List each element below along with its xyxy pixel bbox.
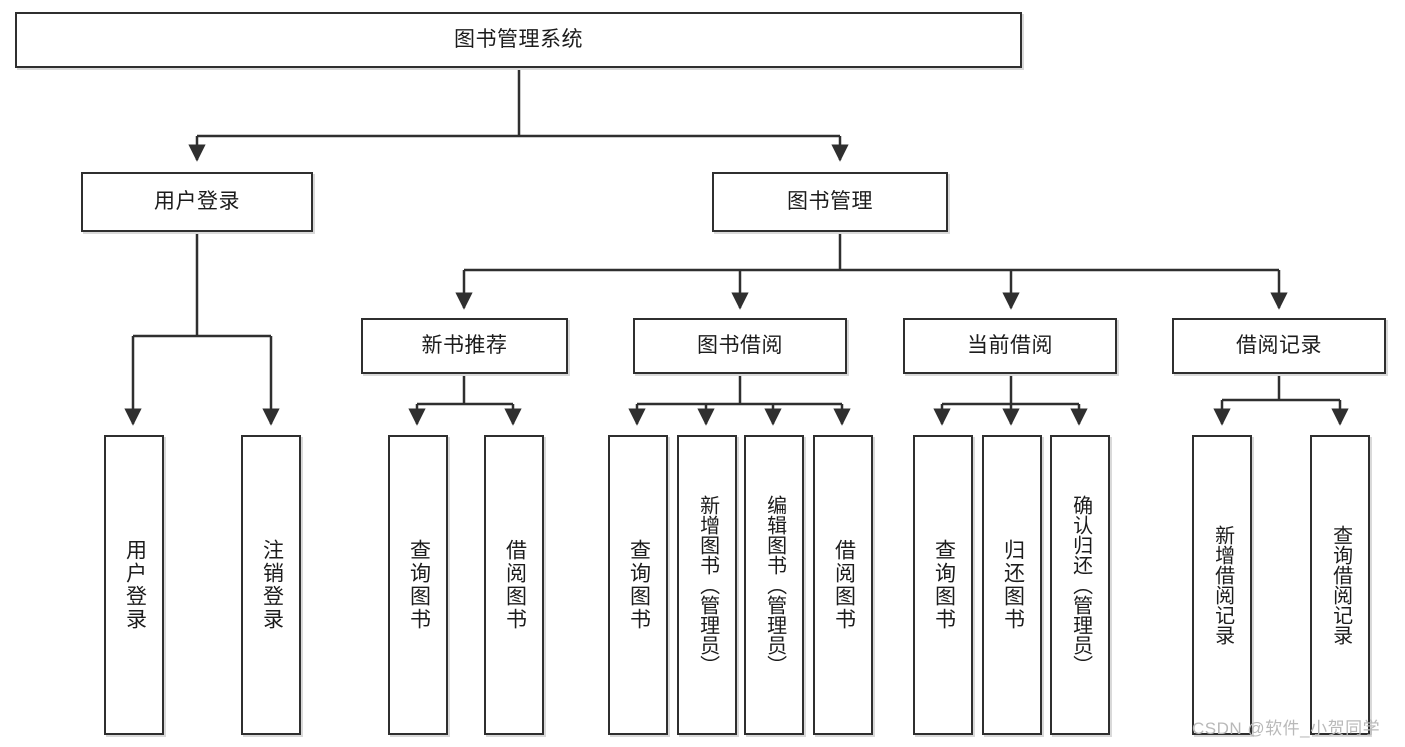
node-book-borrow[interactable]: 图书借阅 xyxy=(633,318,847,374)
leaf-borrow-query-book-label: 查询图书 xyxy=(627,539,651,631)
leaf-borrow-query-book[interactable]: 查询图书 xyxy=(608,435,668,735)
leaf-borrow-edit-book[interactable]: 编辑图书（管理员） xyxy=(744,435,804,735)
node-user-login[interactable]: 用户登录 xyxy=(81,172,313,232)
leaf-current-return-book[interactable]: 归还图书 xyxy=(982,435,1042,735)
leaf-record-query-label: 查询借阅记录 xyxy=(1329,525,1352,645)
leaf-recommend-query-book[interactable]: 查询图书 xyxy=(388,435,448,735)
leaf-borrow-borrow-book-label: 借阅图书 xyxy=(832,539,856,631)
node-borrow-record-label: 借阅记录 xyxy=(1236,333,1322,357)
leaf-recommend-borrow-book-label: 借阅图书 xyxy=(503,539,527,631)
leaf-user-logout[interactable]: 注销登录 xyxy=(241,435,301,735)
leaf-user-logout-label: 注销登录 xyxy=(260,539,284,631)
node-user-login-label: 用户登录 xyxy=(154,189,240,213)
leaf-current-confirm-return-label: 确认归还（管理员） xyxy=(1069,495,1092,675)
leaf-borrow-borrow-book[interactable]: 借阅图书 xyxy=(813,435,873,735)
leaf-borrow-add-book[interactable]: 新增图书（管理员） xyxy=(677,435,737,735)
node-new-book-recommend-label: 新书推荐 xyxy=(421,333,508,357)
node-current-borrow[interactable]: 当前借阅 xyxy=(903,318,1117,374)
leaf-recommend-query-book-label: 查询图书 xyxy=(407,539,431,631)
leaf-borrow-edit-book-label: 编辑图书（管理员） xyxy=(763,495,786,675)
leaf-user-login-label: 用户登录 xyxy=(123,539,147,631)
node-root[interactable]: 图书管理系统 xyxy=(15,12,1022,68)
node-borrow-record[interactable]: 借阅记录 xyxy=(1172,318,1386,374)
node-root-label: 图书管理系统 xyxy=(454,27,583,51)
leaf-user-login[interactable]: 用户登录 xyxy=(104,435,164,735)
leaf-record-add-label: 新增借阅记录 xyxy=(1211,525,1234,645)
leaf-recommend-borrow-book[interactable]: 借阅图书 xyxy=(484,435,544,735)
node-new-book-recommend[interactable]: 新书推荐 xyxy=(361,318,568,374)
leaf-current-confirm-return[interactable]: 确认归还（管理员） xyxy=(1050,435,1110,735)
leaf-borrow-add-book-label: 新增图书（管理员） xyxy=(696,495,719,675)
node-book-borrow-label: 图书借阅 xyxy=(697,333,783,357)
leaf-current-query-book-label: 查询图书 xyxy=(932,539,956,631)
node-book-management-label: 图书管理 xyxy=(787,189,873,213)
leaf-current-return-book-label: 归还图书 xyxy=(1001,539,1025,631)
leaf-record-add[interactable]: 新增借阅记录 xyxy=(1192,435,1252,735)
node-current-borrow-label: 当前借阅 xyxy=(967,333,1053,357)
leaf-record-query[interactable]: 查询借阅记录 xyxy=(1310,435,1370,735)
csdn-watermark: CSDN @软件_小贺同学 xyxy=(1192,719,1381,738)
leaf-current-query-book[interactable]: 查询图书 xyxy=(913,435,973,735)
node-book-management[interactable]: 图书管理 xyxy=(712,172,948,232)
